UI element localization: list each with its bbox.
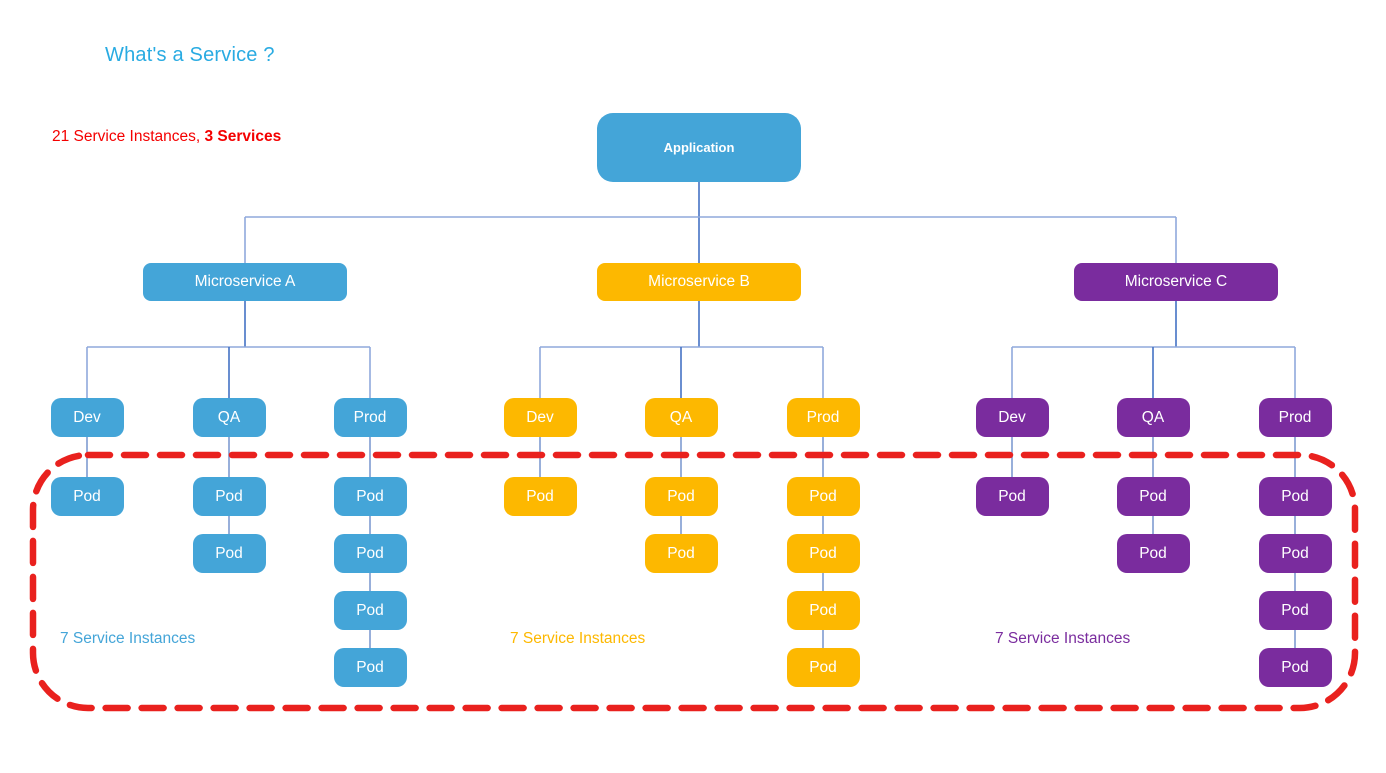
node-env-dev-b: Dev (503, 398, 577, 437)
node-pod: Pod (1258, 534, 1332, 573)
node-env-prod-b: Prod (786, 398, 860, 437)
node-pod: Pod (333, 477, 407, 516)
node-pod: Pod (786, 591, 860, 630)
service-instances-label-c: 7 Service Instances (995, 630, 1131, 647)
service-instances-label-a: 7 Service Instances (60, 630, 196, 647)
node-pod: Pod (786, 477, 860, 516)
instance-summary-prefix: 21 Service Instances, (52, 128, 205, 145)
node-env-dev-a: Dev (50, 398, 124, 437)
node-microservice-b: Microservice B (597, 263, 801, 301)
pods-boundary (29, 451, 1359, 712)
node-pod: Pod (192, 477, 266, 516)
node-pod: Pod (786, 648, 860, 687)
node-pod: Pod (644, 534, 718, 573)
node-pod: Pod (1116, 477, 1190, 516)
node-pod: Pod (503, 477, 577, 516)
services-count: 3 Services (204, 128, 282, 145)
node-env-qa-c: QA (1116, 398, 1190, 437)
node-env-qa-a: QA (192, 398, 266, 437)
instance-summary: 21 Service Instances, 3 Services (52, 128, 281, 146)
node-application: Application (597, 113, 801, 182)
node-env-prod-a: Prod (333, 398, 407, 437)
node-env-dev-c: Dev (975, 398, 1049, 437)
node-pod: Pod (50, 477, 124, 516)
node-pod: Pod (1258, 591, 1332, 630)
node-env-prod-c: Prod (1258, 398, 1332, 437)
node-pod: Pod (786, 534, 860, 573)
node-pod: Pod (1116, 534, 1190, 573)
page-title: What's a Service ? (105, 44, 275, 66)
node-pod: Pod (333, 648, 407, 687)
node-pod: Pod (1258, 648, 1332, 687)
node-pod: Pod (1258, 477, 1332, 516)
node-pod: Pod (333, 534, 407, 573)
node-pod: Pod (333, 591, 407, 630)
service-instances-label-b: 7 Service Instances (510, 630, 646, 647)
node-env-qa-b: QA (644, 398, 718, 437)
node-pod: Pod (644, 477, 718, 516)
node-microservice-a: Microservice A (143, 263, 347, 301)
node-microservice-c: Microservice C (1074, 263, 1278, 301)
node-pod: Pod (975, 477, 1049, 516)
node-pod: Pod (192, 534, 266, 573)
